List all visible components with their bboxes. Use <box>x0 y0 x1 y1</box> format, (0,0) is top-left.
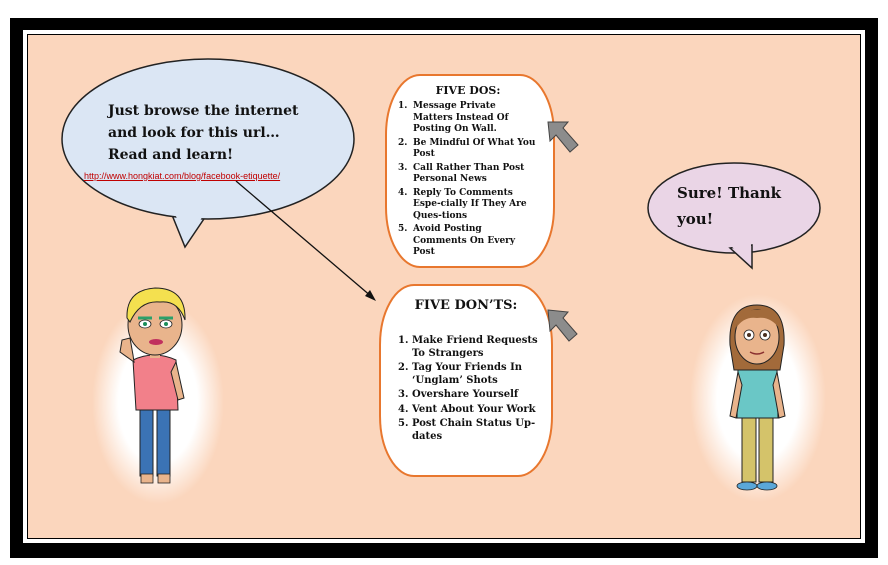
donts-item: 3.Overshare Yourself <box>398 389 538 402</box>
dos-item: 1. Message Private Matters Instead Of Pos… <box>398 101 538 136</box>
donts-item-text: Overshare Yourself <box>412 389 519 400</box>
dos-item: 2. Be Mindful Of What You Post <box>398 138 538 161</box>
dos-item-text: Be Mindful Of What You Post <box>413 137 536 160</box>
donts-panel <box>379 284 553 477</box>
donts-item-number: 2. <box>398 362 409 373</box>
right-speech-bubble <box>647 162 821 270</box>
donts-item: 5.Post Chain Status Up-dates <box>398 418 538 443</box>
dos-item-text: Call Rather Than Post Personal News <box>413 162 525 185</box>
donts-item-text: Post Chain Status Up-dates <box>412 418 536 442</box>
left-character <box>119 287 186 484</box>
dos-item-number: 1. <box>398 101 408 111</box>
donts-panel-title: FIVE DON’TS: <box>414 298 518 313</box>
dos-panel-title: FIVE DOS: <box>435 84 501 97</box>
donts-item-text: Make Friend Requests To Strangers <box>412 335 538 359</box>
facebook-etiquette-link[interactable]: http://www.hongkiat.com/blog/facebook-et… <box>84 171 281 181</box>
donts-item: 4.Vent About Your Work <box>398 404 538 417</box>
right-character <box>729 304 786 491</box>
dos-item-number: 2. <box>398 137 408 148</box>
left-speech-bubble <box>61 58 355 249</box>
dos-item: 4. Reply To Comments Espe-cially If They … <box>398 188 538 223</box>
right-bubble-text: Sure! Thank you! <box>677 184 782 228</box>
dos-item: 5. Avoid Posting Comments On Every Post <box>398 224 538 259</box>
dos-item-text: Message Private Matters Instead Of Posti… <box>413 101 509 134</box>
donts-item-number: 4. <box>398 403 409 415</box>
donts-item: 1.Make Friend Requests To Strangers <box>398 335 538 360</box>
dos-item-number: 4. <box>398 187 408 198</box>
dos-item-number: 3. <box>398 162 408 173</box>
dos-item: 3. Call Rather Than Post Personal News <box>398 163 538 186</box>
grey-arrow-icon-dos <box>547 121 579 153</box>
donts-item-text: Tag Your Friends In ‘Unglam’ Shots <box>412 362 523 386</box>
connector-arrow <box>235 180 376 301</box>
dos-item-number: 5. <box>398 224 408 234</box>
dos-panel <box>385 74 555 268</box>
grey-arrow-icon-donts <box>547 309 578 342</box>
left-bubble-text: Just browse the internet and look for th… <box>108 103 299 163</box>
donts-item-number: 3. <box>398 389 409 400</box>
donts-list: 1.Make Friend Requests To Strangers 2.Ta… <box>398 335 538 445</box>
donts-item: 2.Tag Your Friends In ‘Unglam’ Shots <box>398 362 538 387</box>
donts-item-number: 1. <box>398 335 409 346</box>
dos-item-text: Reply To Comments Espe-cially If They Ar… <box>413 187 527 221</box>
donts-item-number: 5. <box>398 418 409 429</box>
dos-item-text: Avoid Posting Comments On Every Post <box>413 224 516 257</box>
dos-list: 1. Message Private Matters Instead Of Pos… <box>398 101 538 261</box>
donts-item-text: Vent About Your Work <box>412 403 536 415</box>
